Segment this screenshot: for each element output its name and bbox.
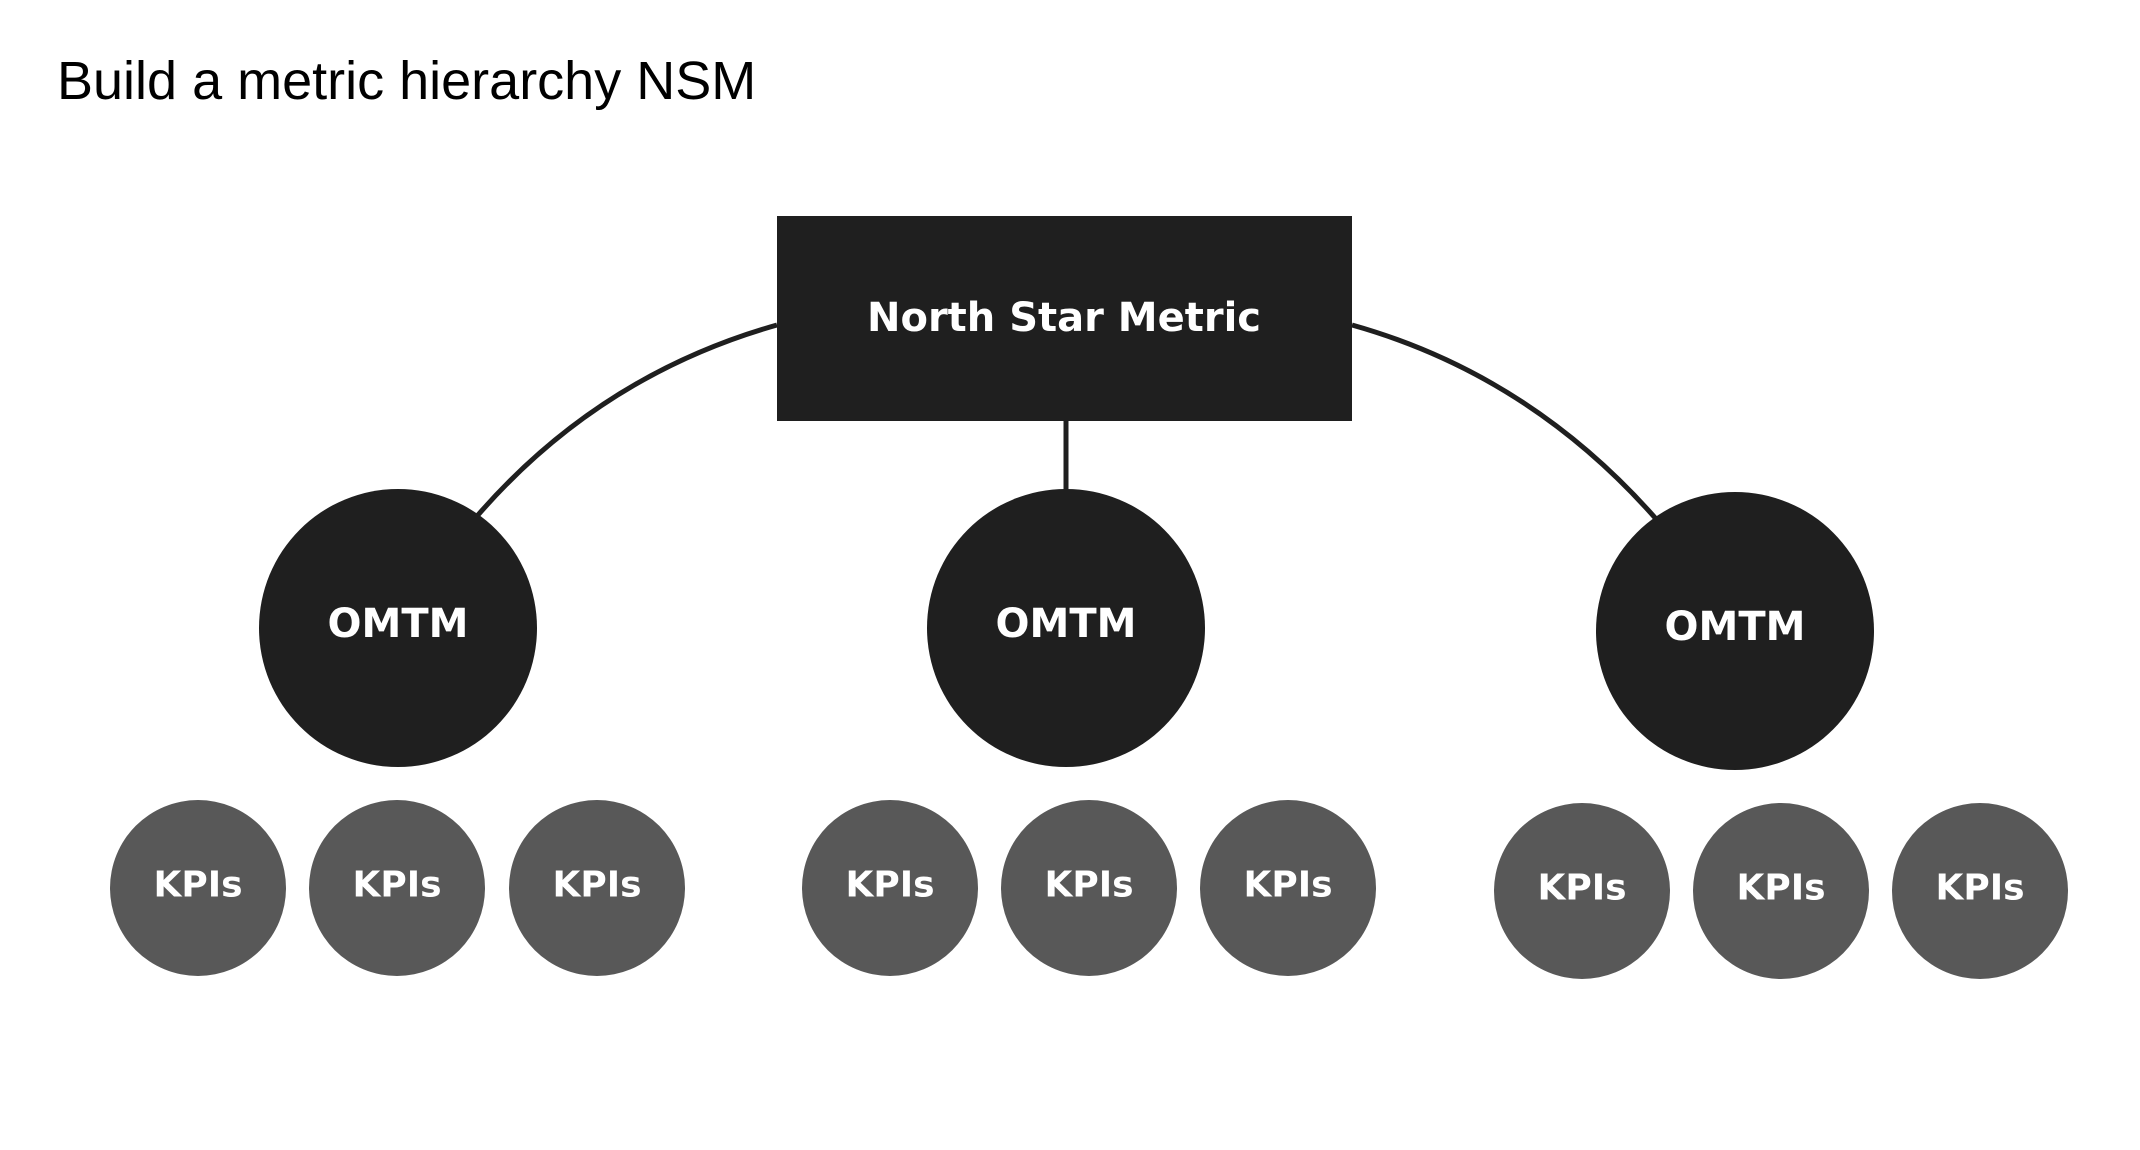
omtm-circle: [259, 489, 537, 767]
kpi-node: KPIs: [1494, 803, 1670, 979]
kpi-label: KPIs: [1243, 865, 1332, 906]
kpi-node: KPIs: [1200, 800, 1376, 976]
kpi-label: KPIs: [1044, 865, 1133, 906]
kpi-label: KPIs: [1537, 868, 1626, 909]
omtm-circle: [1596, 492, 1874, 770]
kpi-circle: [1693, 803, 1869, 979]
omtm-node-left: OMTM: [259, 489, 537, 767]
kpi-node: KPIs: [802, 800, 978, 976]
kpi-label: KPIs: [845, 865, 934, 906]
kpi-node: KPIs: [309, 800, 485, 976]
north-star-metric-label: North Star Metric: [867, 295, 1261, 341]
omtm-label: OMTM: [328, 601, 469, 647]
omtm-node-center: OMTM: [927, 489, 1205, 767]
connector-root-to-omtm-right: [1351, 322, 1659, 522]
kpi-circle: [1892, 803, 2068, 979]
kpi-node: KPIs: [1892, 803, 2068, 979]
kpi-node: KPIs: [509, 800, 685, 976]
kpi-circle: [309, 800, 485, 976]
kpi-circle: [802, 800, 978, 976]
kpi-circle: [1200, 800, 1376, 976]
kpi-label: KPIs: [1736, 868, 1825, 909]
omtm-label: OMTM: [1665, 604, 1806, 650]
kpi-circle: [1494, 803, 1670, 979]
kpi-label: KPIs: [153, 865, 242, 906]
connector-root-to-omtm-left: [476, 322, 778, 517]
kpi-circle: [1001, 800, 1177, 976]
kpi-circle: [110, 800, 286, 976]
kpi-node: KPIs: [1001, 800, 1177, 976]
omtm-circle: [927, 489, 1205, 767]
kpi-label: KPIs: [352, 865, 441, 906]
kpi-label: KPIs: [552, 865, 641, 906]
kpi-node: KPIs: [110, 800, 286, 976]
page-title: Build a metric hierarchy NSM: [57, 51, 757, 111]
kpi-node: KPIs: [1693, 803, 1869, 979]
kpi-label: KPIs: [1935, 868, 2024, 909]
omtm-label: OMTM: [996, 601, 1137, 647]
north-star-metric-box: [777, 216, 1352, 421]
north-star-metric-node: North Star Metric: [777, 216, 1352, 421]
kpi-circle: [509, 800, 685, 976]
omtm-node-right: OMTM: [1596, 492, 1874, 770]
